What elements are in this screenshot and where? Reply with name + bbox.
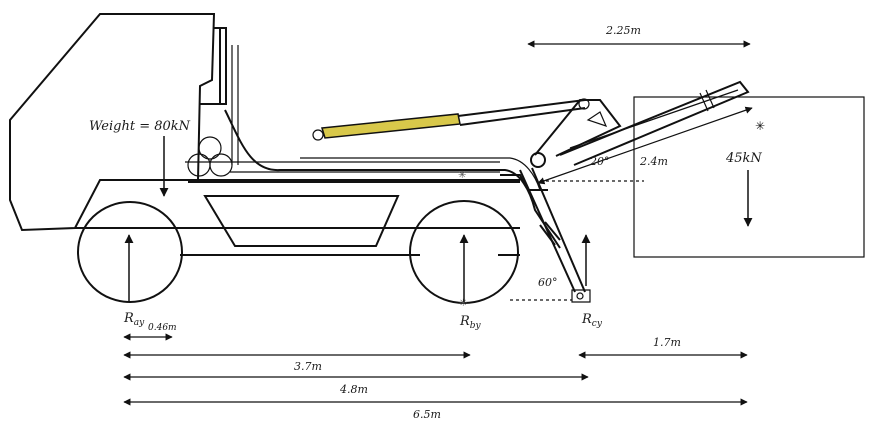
arm-angle-label: 20° [589,155,610,168]
arm-length-arrow [537,106,753,185]
reaction-a-label: Ray [123,311,145,328]
skip-box [633,96,865,258]
cab-posts [231,45,239,165]
stabilizer-leg [519,167,591,303]
hydraulic-cylinder [312,98,590,141]
hoist-frame [224,109,561,249]
pipe-bundle [187,136,233,177]
cg-marker-frame: ✳ [458,170,466,181]
rear-wheel [409,200,519,304]
chassis [75,161,520,256]
reaction-c-label: Rcy [581,312,603,329]
cg-marker-b: ✳ [459,298,467,309]
hopper [203,195,400,247]
dim-37-label: 3.7m [294,360,322,373]
leg-angle-label: 60° [538,276,558,289]
dim-046-label: 0.46m [148,323,177,333]
front-wheel [77,201,183,303]
arm-length-label: 2.4m [639,155,668,168]
reaction-b-label: Rby [459,314,482,331]
cg-marker-skip: ✳ [755,119,765,133]
dim-65-label: 6.5m [413,408,441,421]
dim-48-label: 4.8m [339,383,368,396]
dim-top-label: 2.25m [605,24,641,37]
load-label: 45kN [725,151,762,166]
dim-17-label: 1.7m [653,336,681,349]
weight-label: Weight = 80kN [89,119,191,134]
